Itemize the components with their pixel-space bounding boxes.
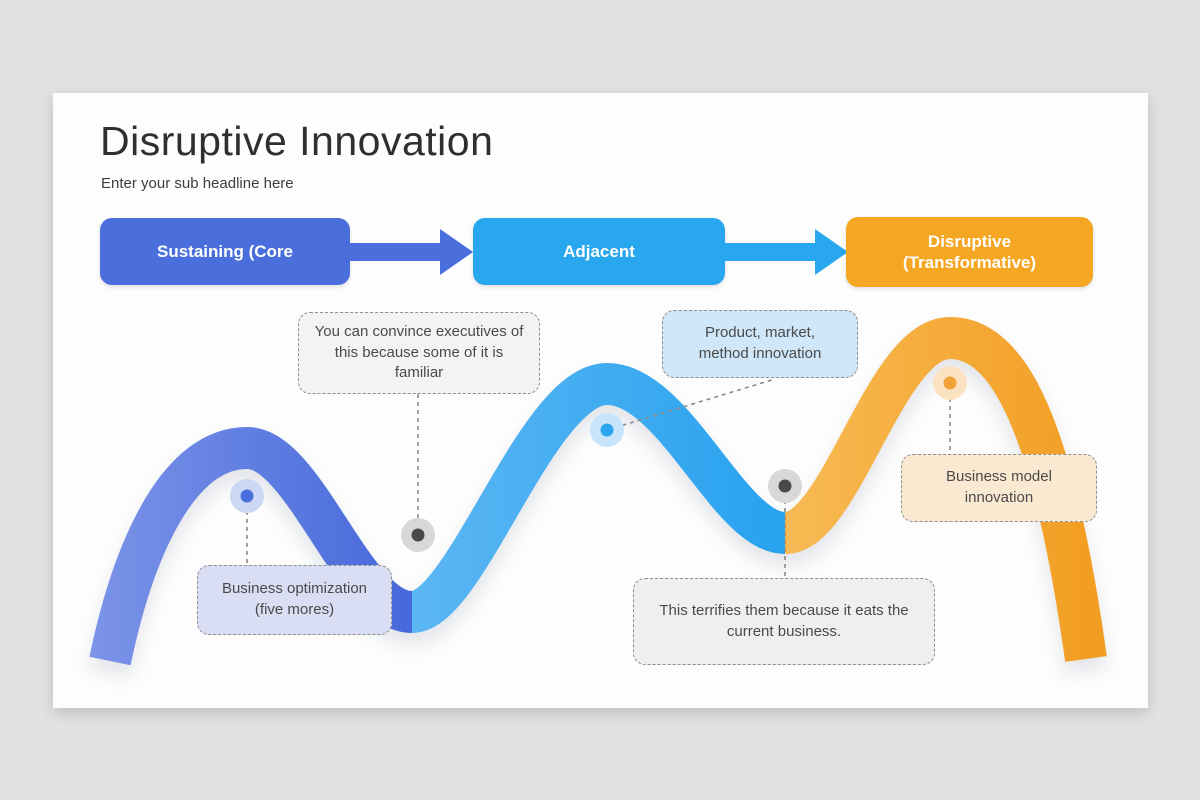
stage-label-sustaining: Sustaining (Core [156,241,293,261]
marker-dot-trough-2 [778,479,792,493]
callout-terrifies: This terrifies them because it eats the … [633,578,935,665]
arrow-right-icon [725,229,848,275]
stage-banner-disruptive: Disruptive (Transformative) [846,217,1093,287]
callout-product-market: Product, market, method innovation [662,310,858,378]
wave-segment-adjacent [407,362,789,633]
callout-text: You can convince executives of this beca… [314,322,524,382]
callout-text: Product, market, method innovation [698,324,822,362]
callout-business-model: Business model innovation [901,454,1097,522]
stage-label-disruptive: Disruptive (Transformative) [902,231,1037,272]
stage-label-adjacent: Adjacent [563,241,635,261]
callout-business-optimization: Business optimization (five mores) [197,565,392,635]
marker-dot-adjacent [600,423,614,437]
callout-convince-executives: You can convince executives of this beca… [298,312,540,394]
callout-text: Business optimization (five mores) [221,580,368,618]
connector-adjacent-peak [606,378,776,431]
stage-banner-sustaining: Sustaining (Core [100,218,350,285]
marker-dot-sustaining [240,489,254,503]
callout-text: Business model innovation [946,468,1052,506]
slide-title: Disruptive Innovation [100,118,494,164]
marker-dot-trough-1 [411,528,425,542]
marker-dot-disruptive [943,376,957,390]
slide-canvas: Disruptive Innovation Enter your sub hea… [53,93,1148,708]
slide-subtitle: Enter your sub headline here [101,175,294,192]
wave-markers [230,366,967,552]
stage-banner-adjacent: Adjacent [473,218,725,285]
arrow-right-icon [350,229,473,275]
callout-text: This terrifies them because it eats the … [659,601,909,640]
